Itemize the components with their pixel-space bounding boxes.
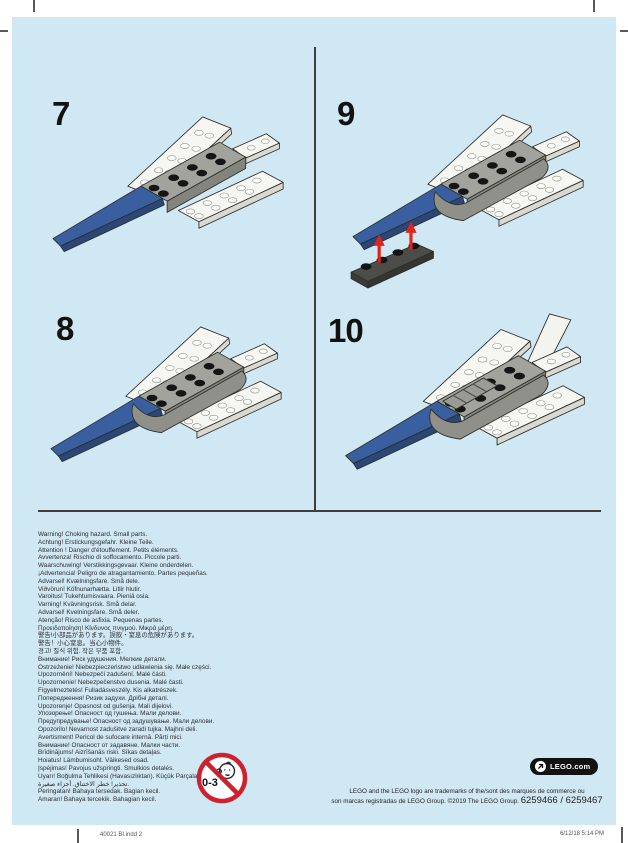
warning-line: Brīdinājums! Aizrīšanās riski. Sīkas det… <box>38 749 162 757</box>
warning-line: ¡Advertencia! Peligro de atragantamiento… <box>38 569 208 577</box>
print-file-note: 40021 BI.indd 2 <box>100 832 143 838</box>
warning-line: Opozorilo! Nevarnost zadušitve zaradi tu… <box>38 725 198 733</box>
crop-mark-right <box>620 30 628 32</box>
arrow-link-icon <box>535 761 546 772</box>
warning-line: Varning! Kvävningsrisk. Små delar. <box>38 601 137 609</box>
warnings-text-block: Warning! Choking hazard. Small parts.Ach… <box>38 531 214 804</box>
crop-mark-top-right <box>593 0 595 12</box>
dark-plate-part <box>350 242 434 289</box>
warning-line: Внимание! Риск удушения. Мелкие детали. <box>38 655 167 663</box>
crop-mark-top-left <box>33 0 35 12</box>
prohibition-slash-icon <box>204 760 240 796</box>
step-9-plane-illustration <box>350 114 584 289</box>
warning-line: Hoiatus! Lämbumisoht. Väikesed osad. <box>38 757 149 765</box>
warning-line: 警告！小心窒息。当心小物件。 <box>38 640 128 648</box>
age-0-3-prohibition-icon: 0-3 <box>196 752 248 804</box>
warning-line: Upozorenje! Opasnost od gušenja. Mali di… <box>38 702 173 710</box>
warning-line: Varoitus! Tukehtumisvaara. Pieniä osia. <box>38 593 150 601</box>
warning-line: Προειδοποίηση! Κίνδυνος πνιγμού. Μικρά μ… <box>38 624 174 632</box>
warning-line: Внимание! Опасност от задавяне. Малки ча… <box>38 741 181 749</box>
crop-mark-bottom-right <box>621 827 623 843</box>
no-baby-icon <box>196 752 248 804</box>
warning-line: 警告!小部品があります。誤飲・窒息の危険があります。 <box>38 632 199 640</box>
print-timestamp: 6/12/18 5:14 PM <box>560 831 605 837</box>
warning-line: تحذير! خطر الاختناق. أجزاء صغيرة. <box>38 780 130 788</box>
legal-line-1: LEGO and the LEGO logo are trademarks of… <box>349 788 585 795</box>
age-range-label: 0-3 <box>202 777 218 789</box>
warning-line: Предупредување! Опасност од задушување. … <box>38 718 215 726</box>
step-8-plane-illustration <box>50 326 282 463</box>
legal-text: LEGO and the LEGO logo are trademarks of… <box>322 787 612 806</box>
warning-line: Įspėjimas! Pavojus užspringti. Smulkios … <box>38 764 175 772</box>
warning-line: Попередження! Ризик задухи. Дрібні детал… <box>38 694 169 702</box>
warning-line: Avertisment! Pericol de sufocare internă… <box>38 733 183 741</box>
warning-line: Attention ! Danger d'étouffement. Petits… <box>38 546 179 554</box>
warnings-divider <box>38 510 601 512</box>
warning-line: Упозорење! Опасност од гушења. Мали дело… <box>38 710 182 718</box>
legal-line-2-text: son marcas registradas de LEGO Group. ©2… <box>331 798 519 805</box>
step-7-number: 7 <box>52 95 70 132</box>
warning-line: Atenção! Risco de asfixia. Pequenas part… <box>38 616 164 624</box>
warning-line: Waarschuwing! Verstikkingsgevaar. Kleine… <box>38 562 194 570</box>
warning-line: Warning! Choking hazard. Small parts. <box>38 531 148 538</box>
warning-line: Advarsel! Kvelningsfare. Små deler. <box>38 608 140 616</box>
warning-line: Peringatan! Bahaya tersedak. Bagian keci… <box>38 788 161 796</box>
warning-line: 경고! 질식 위험. 작은 부품 포함. <box>38 647 123 655</box>
warning-line: Amaran! Bahaya tercekik. Bahagian kecil. <box>38 796 157 804</box>
legal-line-2: son marcas registradas de LEGO Group. ©2… <box>322 796 612 806</box>
lego-com-badge: LEGO.com <box>530 758 598 775</box>
warning-line: Uyarı! Boğulma Tehlikesi (Havasızlıktan)… <box>38 772 201 780</box>
column-divider <box>314 47 316 511</box>
warning-line: Upozornění! Nebezpečí zadušení. Malé čás… <box>38 671 167 679</box>
crop-mark-left <box>0 30 8 32</box>
step-7-plane-illustration <box>52 116 284 253</box>
lego-com-label: LEGO.com <box>550 762 591 771</box>
step-8-number: 8 <box>56 310 74 347</box>
warning-line: Viðvörun! Köfnunarhætta. Litlir hlutir. <box>38 585 142 593</box>
warning-line: Upozornenie! Nebezpečenstvo dusenia. Mal… <box>38 679 184 687</box>
warning-line: Ostrzeżenie! Niebezpieczeństwo udławieni… <box>38 663 212 671</box>
step-10-number: 10 <box>328 312 364 349</box>
warning-line: Advarsel! Kvælningsfare. Små dele. <box>38 577 140 585</box>
item-numbers: 6259466 / 6259467 <box>520 795 603 806</box>
step-9-number: 9 <box>337 95 355 132</box>
step-10-plane-illustration <box>345 313 585 470</box>
warning-line: Figyelmeztetés! Fulladásveszély. Kis alk… <box>38 686 178 694</box>
warning-line: Achtung! Erstickungsgefahr. Kleine Teile… <box>38 538 154 546</box>
warning-line: Avvertenza! Rischio di soffocamento. Pic… <box>38 554 182 562</box>
crop-mark-bottom-left <box>77 829 79 843</box>
